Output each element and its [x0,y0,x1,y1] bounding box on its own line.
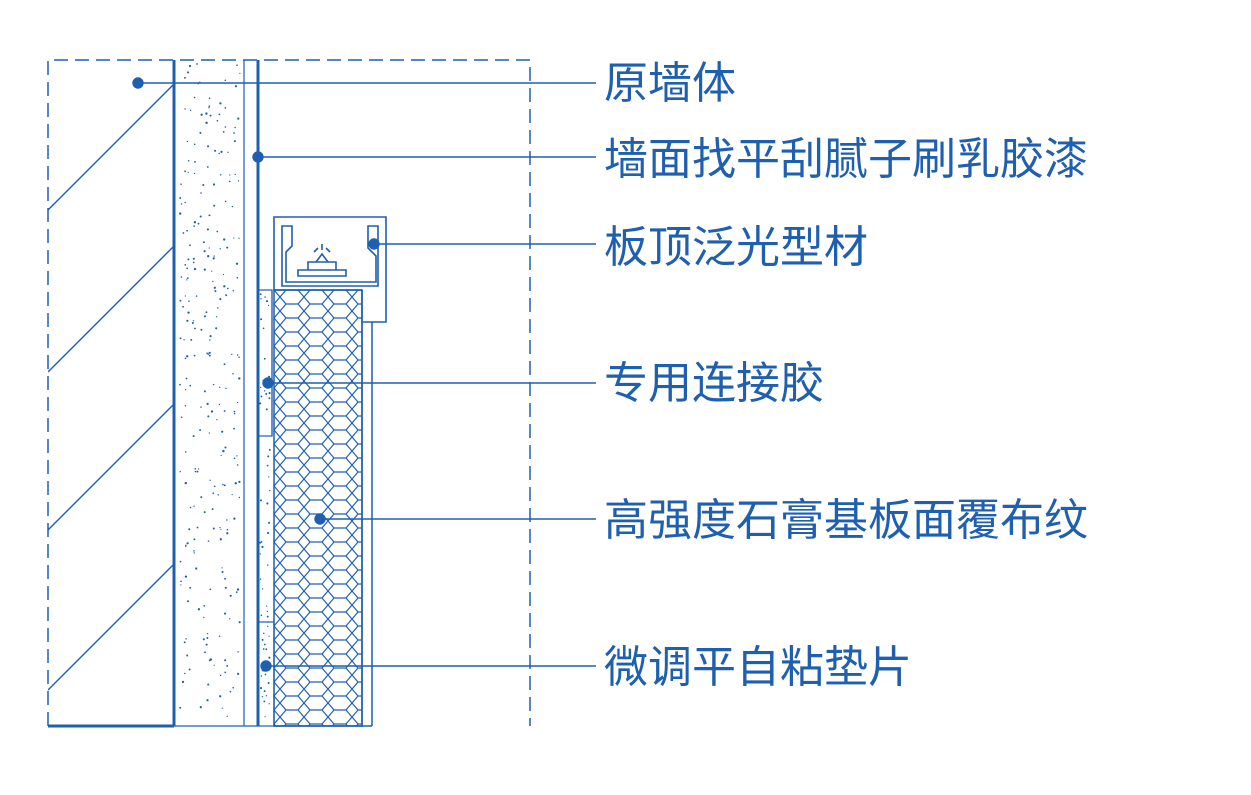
label-original-wall: 原墙体 [604,58,736,109]
label-gypsum-board: 高强度石膏基板面覆布纹 [604,495,1088,546]
gypsum-board [273,289,373,727]
label-adhesive: 专用连接胶 [604,358,824,409]
adhesive-strip [257,289,273,437]
original-wall-block [48,60,176,728]
label-wall-finish: 墙面找平刮腻子刷乳胶漆 [604,134,1088,185]
dashed-outline [47,59,531,726]
top-profile-section [273,216,387,323]
label-shim: 微调平自粘垫片 [604,642,912,693]
label-top-profile: 板顶泛光型材 [604,222,868,273]
labels: 原墙体 墙面找平刮腻子刷乳胶漆 板顶泛光型材 专用连接胶 高强度石膏基板面覆布纹… [604,58,1088,693]
leader-lines [132,77,596,672]
